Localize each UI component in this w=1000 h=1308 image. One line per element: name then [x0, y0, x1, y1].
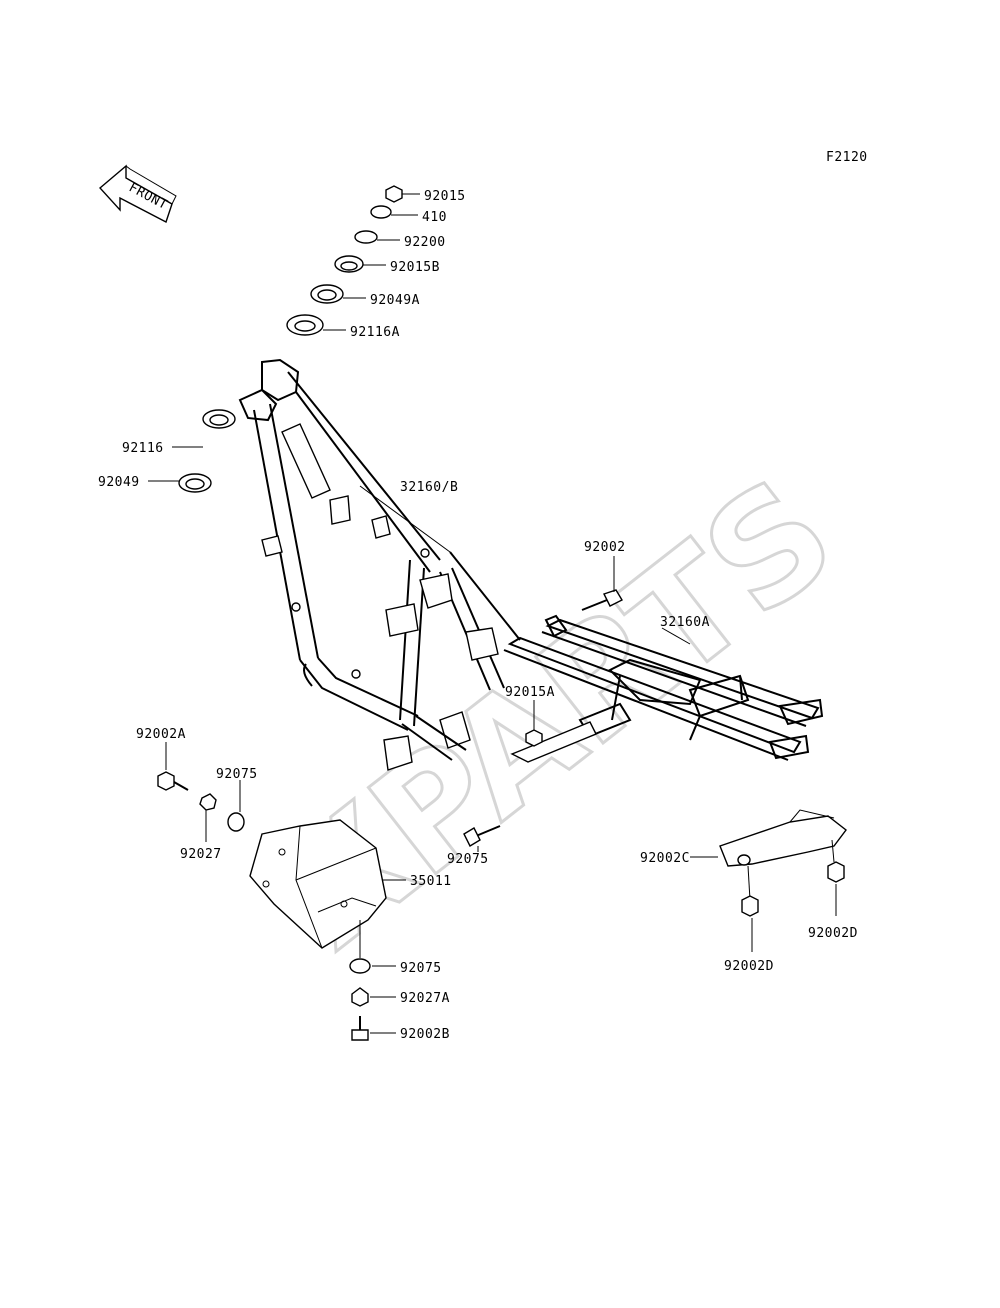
callout-92002A: 92002A: [136, 727, 186, 742]
callout-35011: 92002C: [640, 851, 690, 866]
callout-92015B: 92015B: [390, 260, 440, 275]
steering-stem-parts: [178, 185, 403, 493]
callout-92075-bottom: 92075: [400, 961, 442, 976]
callout-92002B: 92002B: [400, 1027, 450, 1042]
callout-92049: 92049: [98, 475, 140, 490]
callout-92015A: 92015A: [505, 685, 555, 700]
callout-55020: 35011: [410, 874, 452, 889]
callout-410: 410: [422, 210, 447, 225]
callout-92200: 92200: [404, 235, 446, 250]
callout-92002D-left: 92002D: [724, 959, 774, 974]
bolt-92002-icon: [581, 589, 623, 611]
bolt-92002A-icon: [157, 771, 189, 791]
collar-92027-icon: [199, 793, 217, 811]
callout-92116: 92116: [122, 441, 164, 456]
callout-32160A: 32160A: [660, 615, 710, 630]
washer-410-icon: [370, 205, 392, 219]
washer-92200-icon: [354, 230, 378, 244]
figure-code: F2120: [826, 150, 868, 165]
rear-frame-32160A: [449, 551, 824, 763]
bolt-92002B-icon: [351, 1016, 369, 1041]
bolt-92002C-icon: [463, 825, 501, 847]
callout-92015: 92015: [424, 189, 466, 204]
callout-92027A: 92027A: [400, 991, 450, 1006]
front-arrow-icon: FRONT: [98, 164, 177, 224]
collar-92027A-icon: [351, 987, 369, 1007]
callout-32160B: 32160/B: [400, 480, 458, 495]
grommet-92075-top-icon: [227, 812, 245, 832]
callout-92002C: 92075: [447, 852, 489, 867]
nut-92015-icon: [385, 185, 403, 203]
callout-92002: 92002: [584, 540, 626, 555]
callout-92002D-right: 92002D: [808, 926, 858, 941]
callout-92049A: 92049A: [370, 293, 420, 308]
leader-32160A: [661, 627, 691, 645]
callout-92075-top: 92075: [216, 767, 258, 782]
main-frame-32160B: [238, 358, 505, 771]
bolt-92002D-right-icon: [827, 839, 845, 883]
bolt-92002D-left-icon: [741, 865, 759, 917]
callout-92027: 92027: [180, 847, 222, 862]
callout-92116A: 92116A: [350, 325, 400, 340]
skid-plate-55020-icon: [249, 819, 387, 949]
chain-guard-35011-icon: [719, 809, 847, 867]
grommet-92075-bottom-icon: [349, 958, 371, 974]
leader-32160B: [359, 485, 451, 553]
nut-92015A-icon: [525, 729, 543, 747]
